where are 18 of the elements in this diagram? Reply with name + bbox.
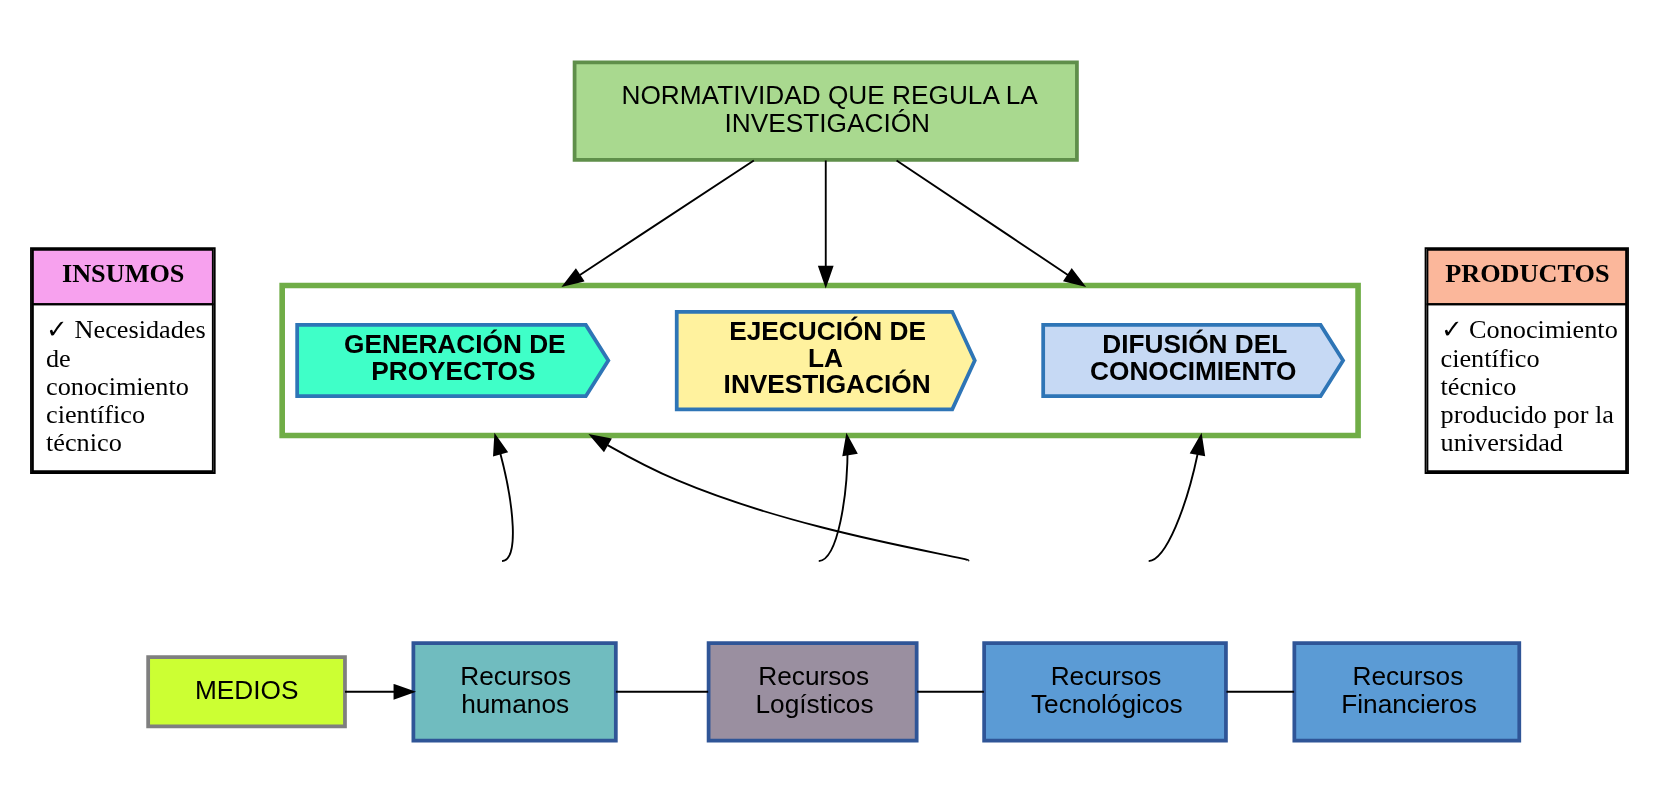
arrow: [493, 432, 514, 562]
node-box: Recursos Logísticos: [706, 640, 919, 742]
node-box: NORMATIVIDAD QUE REGULA LA INVESTIGACIÓN: [572, 60, 1079, 162]
arrow: [817, 159, 834, 288]
arrow: [588, 433, 970, 562]
connector: [1225, 690, 1296, 693]
node-box: Recursos Tecnológicos: [982, 640, 1228, 742]
cluster: [279, 282, 1361, 438]
connector: [916, 690, 985, 693]
arrow: [1147, 432, 1206, 562]
arrow: [344, 683, 417, 700]
node-box: MEDIOS: [146, 654, 347, 728]
arrow: [895, 159, 1087, 287]
connector: [614, 690, 710, 693]
node-box: Recursos Financieros: [1292, 640, 1522, 742]
arrow: [817, 432, 858, 562]
arrow: [561, 159, 755, 287]
node-box: Recursos humanos: [411, 640, 618, 742]
